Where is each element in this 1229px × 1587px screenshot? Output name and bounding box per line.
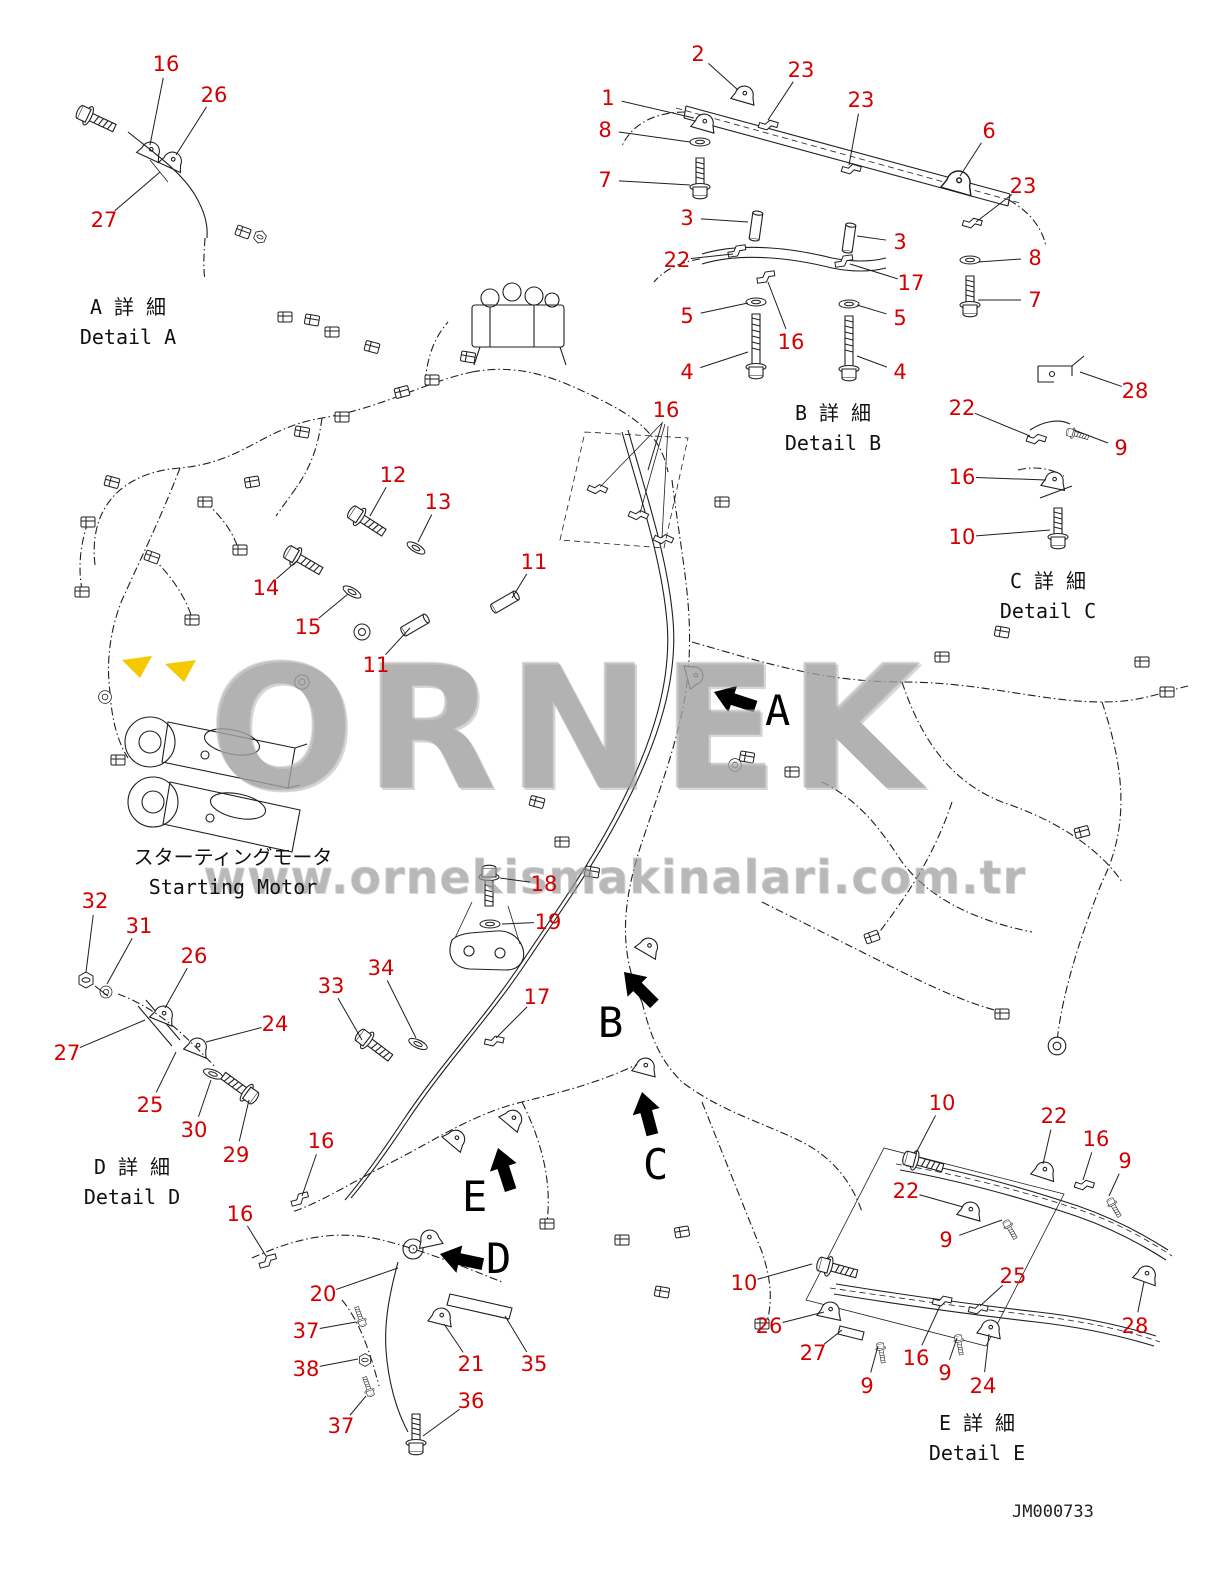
- mid-bolt-assembly: [280, 501, 522, 1067]
- detail-d-label-en: Detail D: [83, 1185, 181, 1209]
- detail-a-label: A 詳 細 Detail A: [58, 292, 198, 352]
- detail-b-label-en: Detail B: [784, 431, 882, 455]
- starting-motor-drawing: [124, 716, 308, 853]
- detail-d-assembly: [78, 971, 263, 1109]
- view-arrows: [436, 679, 760, 1278]
- fuel-lines: [344, 429, 675, 1201]
- detail-c-label-jp: C 詳 細: [1009, 569, 1087, 593]
- valve-block: [471, 282, 567, 366]
- detail-e-label: E 詳 細 Detail E: [907, 1408, 1047, 1468]
- detail-c-label-en: Detail C: [999, 599, 1097, 623]
- harness-connectors: [74, 311, 1175, 1330]
- view-arrow-e: [483, 1143, 524, 1195]
- view-arrow-c: [627, 1088, 666, 1139]
- view-arrow-b: [613, 962, 665, 1014]
- detail-e-assembly: [805, 1147, 1173, 1364]
- detail-b-assembly: [621, 82, 1047, 382]
- drawing-number: JM000733: [1012, 1502, 1094, 1522]
- view-arrow-a: [709, 679, 760, 720]
- detail-a-assembly: [72, 101, 268, 281]
- detail-d-label: D 詳 細 Detail D: [62, 1152, 202, 1212]
- highlight-marks: [122, 656, 196, 682]
- detail-c-label: C 詳 細 Detail C: [978, 566, 1118, 626]
- bottom-left-assembly: [341, 1227, 513, 1456]
- detail-a-label-jp: A 詳 細: [89, 295, 167, 319]
- detail-b-label: B 詳 細 Detail B: [763, 398, 903, 458]
- detail-e-label-en: Detail E: [928, 1441, 1026, 1465]
- detail-e-label-jp: E 詳 細: [938, 1411, 1016, 1435]
- stud-plate-assembly: [449, 864, 525, 971]
- detail-c-assembly: [1017, 355, 1090, 550]
- detail-d-label-jp: D 詳 細: [93, 1155, 171, 1179]
- starting-motor-label: スターティングモータ Starting Motor: [93, 842, 373, 902]
- detail-b-label-jp: B 詳 細: [794, 401, 872, 425]
- starting-motor-label-jp: スターティングモータ: [133, 845, 333, 869]
- starting-motor-label-en: Starting Motor: [148, 875, 318, 899]
- detail-a-label-en: Detail A: [79, 325, 177, 349]
